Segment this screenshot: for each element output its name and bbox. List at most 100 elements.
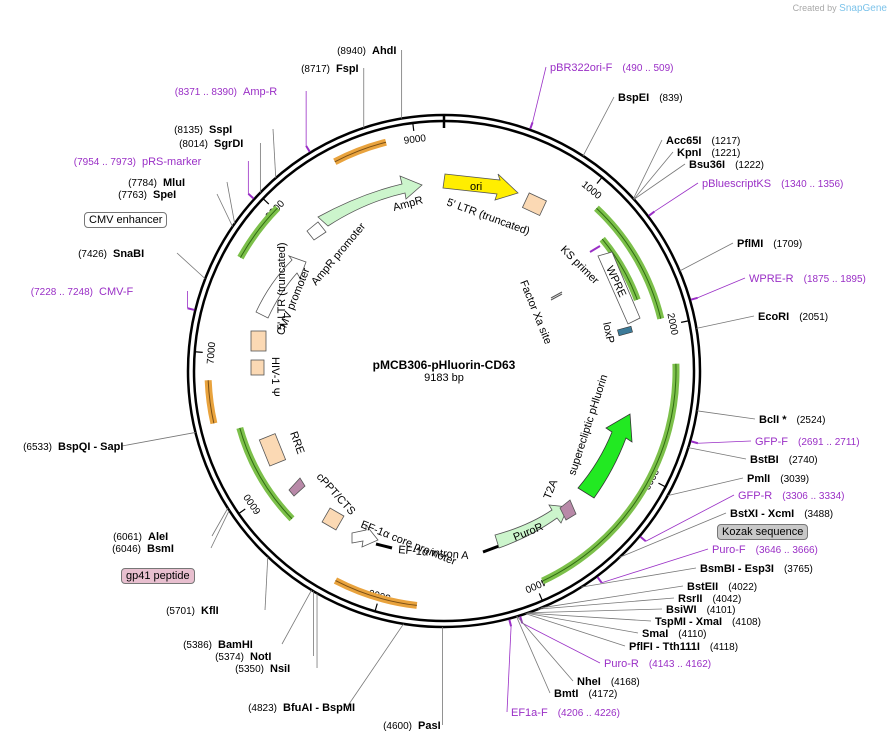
enzyme-label[interactable]: RsrII(4042) [678, 593, 741, 605]
cppt-box[interactable] [321, 507, 345, 531]
wpre-feature[interactable] [597, 251, 641, 325]
enzyme-label[interactable]: (8014)SgrDI [179, 138, 243, 150]
enzyme-label[interactable]: BstEII(4022) [687, 581, 757, 593]
primer-label[interactable]: pBluescriptKS(1340 .. 1356) [702, 178, 843, 190]
green-feature-arc-core[interactable] [542, 363, 677, 582]
enzyme-position: (4600) [383, 721, 412, 732]
enzyme-leader [226, 181, 236, 224]
enzyme-label[interactable]: (7426)SnaBI [78, 248, 144, 260]
tick-mark [538, 593, 543, 602]
rre-box[interactable] [258, 433, 287, 467]
enzyme-label[interactable]: BmtI(4172) [554, 688, 617, 700]
green-feature-arc-core[interactable] [239, 427, 293, 520]
ef1a-core-feature[interactable] [351, 523, 379, 548]
enzyme-label[interactable]: BsmBI - Esp3I(3765) [700, 563, 813, 575]
ampr-feature[interactable] [317, 175, 423, 227]
enzyme-leader [619, 512, 727, 558]
enzyme-position: (4042) [712, 594, 741, 605]
enzyme-label[interactable]: BsiWI(4101) [666, 604, 735, 616]
primer-label[interactable]: WPRE-R(1875 .. 1895) [749, 273, 866, 285]
tick-mark [262, 198, 270, 205]
enzyme-label[interactable]: (7763)SpeI [118, 189, 176, 201]
primer-name: Puro-F [712, 544, 746, 556]
enzyme-label[interactable]: BstBI(2740) [750, 454, 818, 466]
enzyme-label[interactable]: PflMI(1709) [737, 238, 802, 250]
enzyme-name: SspI [209, 124, 232, 136]
gp41-badge[interactable]: gp41 peptide [121, 568, 195, 584]
primer-label[interactable]: (7954 .. 7973)pRS-marker [74, 156, 202, 168]
primer-range: (3646 .. 3666) [756, 545, 818, 556]
green-feature-arc-core[interactable] [601, 238, 638, 300]
green-feature-arc[interactable] [237, 205, 281, 260]
primer-label[interactable]: Puro-F (3646 .. 3666) [712, 544, 818, 556]
ltr5-right-box[interactable] [521, 192, 547, 217]
ampr-promoter-feature[interactable] [306, 221, 327, 241]
puror-feature[interactable] [494, 504, 569, 549]
enzyme-leader [633, 151, 674, 200]
primer-range: (1875 .. 1895) [804, 274, 866, 285]
enzyme-label[interactable]: (7784)MluI [128, 177, 185, 189]
primer-label[interactable]: (8371 .. 8390)Amp-R [175, 86, 278, 98]
primer-label[interactable]: pBR322ori-F(490 .. 509) [550, 62, 674, 74]
primer-label[interactable]: (7228 .. 7248)CMV-F [31, 286, 134, 298]
orange-feature-arc[interactable] [333, 138, 387, 165]
enzyme-label[interactable]: (4823)BfuAI - BspMI [248, 702, 355, 714]
enzyme-name: KpnI [677, 147, 701, 159]
t2a-feature[interactable] [559, 499, 577, 521]
primer-leader [532, 66, 547, 123]
green-feature-arc-core[interactable] [240, 207, 278, 258]
cmv-enhancer-badge[interactable]: CMV enhancer [84, 212, 168, 228]
pHluorin-feature[interactable] [577, 413, 633, 499]
enzyme-label[interactable]: (6046)BsmI [112, 543, 174, 555]
enzyme-label[interactable]: EcoRI(2051) [758, 311, 828, 323]
primer-label[interactable]: EF1a-F(4206 .. 4226) [511, 707, 620, 719]
cmv-promoter-feature[interactable] [255, 255, 307, 319]
primer-label[interactable]: Puro-R(4143 .. 4162) [604, 658, 711, 670]
enzyme-label[interactable]: KpnI(1221) [677, 147, 740, 159]
enzyme-label[interactable]: (5374)NotI [215, 651, 271, 663]
orange-feature-arc-core[interactable] [207, 380, 215, 424]
enzyme-label[interactable]: (8717)FspI [301, 63, 359, 75]
orange-feature-arc-core[interactable] [334, 141, 387, 163]
ltr5-left-box[interactable] [250, 330, 267, 352]
green-feature-arc-core[interactable] [596, 207, 662, 319]
enzyme-label[interactable]: (6061)AleI [113, 531, 168, 543]
enzyme-position: (1222) [735, 160, 764, 171]
enzyme-position: (7426) [78, 249, 107, 260]
primer-mark [305, 145, 311, 153]
orange-feature-arc[interactable] [204, 380, 218, 425]
primer-leader [654, 182, 699, 212]
enzyme-label[interactable]: Acc65I(1217) [666, 135, 740, 147]
enzyme-label[interactable]: (8135)SspI [174, 124, 232, 136]
enzyme-name: PflFI - Tth111I [629, 641, 700, 653]
enzyme-position: (8014) [179, 139, 208, 150]
enzyme-label[interactable]: (4600)PasI [383, 720, 441, 732]
enzyme-label[interactable]: PmlI(3039) [747, 473, 809, 485]
enzyme-label[interactable]: PflFI - Tth111I(4118) [629, 641, 738, 653]
cppt-feature[interactable] [288, 477, 306, 497]
enzyme-label[interactable]: BspEI(839) [618, 92, 683, 104]
enzyme-label[interactable]: (5350)NsiI [235, 663, 290, 675]
enzyme-label[interactable]: (6533)BspQI - SapI [23, 441, 123, 453]
enzyme-label[interactable]: (8940)AhdI [337, 45, 396, 57]
feature-arcs [187, 121, 699, 627]
enzyme-label[interactable]: (5386)BamHI [183, 639, 253, 651]
kozak-badge[interactable]: Kozak sequence [717, 524, 809, 540]
hiv-psi-box[interactable] [250, 359, 265, 376]
loxp-feature[interactable] [617, 325, 633, 337]
enzyme-label[interactable]: SmaI(4110) [642, 628, 706, 640]
enzyme-label[interactable]: NheI(4168) [577, 676, 640, 688]
primer-label[interactable]: GFP-R(3306 .. 3334) [738, 490, 845, 502]
primer-label[interactable]: GFP-F(2691 .. 2711) [755, 436, 860, 448]
enzyme-label[interactable]: BclI *(2524) [759, 414, 825, 426]
enzyme-label[interactable]: Bsu36I(1222) [689, 159, 764, 171]
orange-feature-arc-core[interactable] [335, 580, 417, 606]
enzyme-leader [216, 193, 233, 227]
enzyme-label[interactable]: (5701)KflI [166, 605, 219, 617]
enzyme-name: FspI [336, 63, 359, 75]
enzyme-position: (4110) [678, 629, 706, 640]
enzyme-label[interactable]: BstXI - XcmI(3488) [730, 508, 833, 520]
enzyme-label[interactable]: TspMI - XmaI(4108) [655, 616, 761, 628]
ori-feature[interactable] [442, 173, 519, 201]
enzyme-name: PflMI [737, 238, 763, 250]
